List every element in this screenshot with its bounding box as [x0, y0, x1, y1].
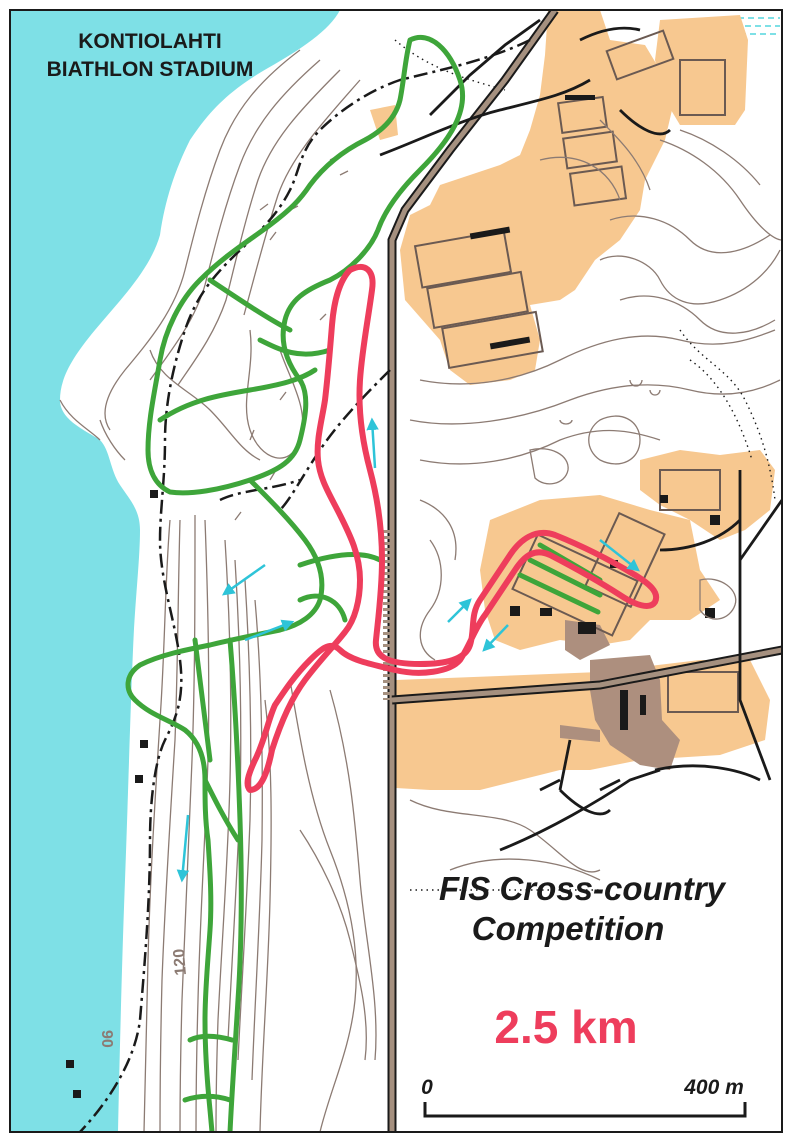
- contour-label: 120: [171, 948, 190, 976]
- competition-subtitle: Competition: [472, 910, 664, 947]
- red-course-2-5km: [244, 263, 660, 793]
- lake-area: [10, 10, 340, 1132]
- course-distance: 2.5 km: [494, 1001, 637, 1053]
- scale-end-label: 400 m: [683, 1076, 744, 1099]
- scale-start-label: 0: [421, 1076, 433, 1099]
- scale-bar: [423, 1102, 747, 1118]
- minor-roads: [379, 18, 782, 852]
- map-title: KONTIOLAHTI: [78, 30, 221, 53]
- competition-title: FIS Cross-country: [439, 870, 727, 907]
- main-roads: [383, 10, 782, 1132]
- water-detail-ne: [728, 17, 780, 35]
- building-icon: [66, 95, 720, 1098]
- building-outlines: [413, 29, 739, 713]
- contour-lines: [59, 49, 782, 1132]
- map-frame: [9, 9, 783, 1133]
- dotted-paths: [394, 39, 776, 891]
- map-subtitle: BIATHLON STADIUM: [47, 58, 254, 81]
- contour-label: 90: [98, 1030, 115, 1048]
- dash-dot-track: [79, 38, 531, 1132]
- green-ski-trails: [125, 34, 603, 1132]
- direction-arrow-icon: [176, 417, 640, 883]
